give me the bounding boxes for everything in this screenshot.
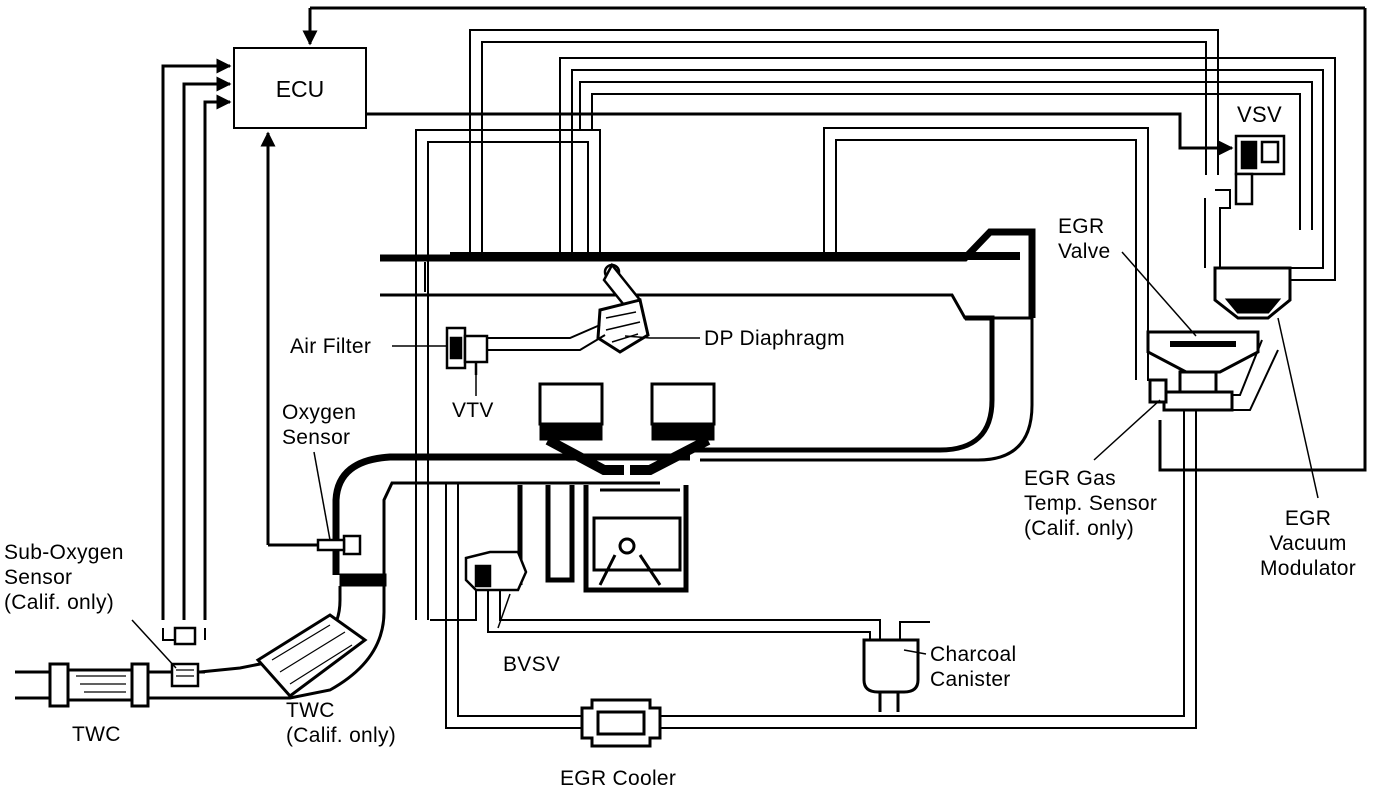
oxygen-sensors [170,534,362,688]
bvsv-valve [464,550,528,592]
throttle-assembly [596,262,650,354]
ecu-label: ECU [275,76,325,102]
charcoal-canister [862,638,920,712]
intake-manifold [380,228,1036,462]
sub-oxygen-sensor-label: Sub-Oxygen Sensor (Calif. only) [4,541,124,614]
egr-vacuum-modulator-label: EGR Vacuum Modulator [1260,507,1357,580]
vtv-valve [445,326,489,375]
egr-valve-label: EGR Valve [1058,215,1111,263]
twc-main-label: TWC [72,723,121,746]
vsv-label: VSV [1237,102,1282,127]
bvsv-label: BVSV [503,653,561,676]
egr-cooler-label: EGR Cooler [560,767,677,790]
egr-valve-assembly [1146,266,1292,412]
ecu-signal-wires [161,6,1367,641]
charcoal-canister-label: Charcoal Canister [930,643,1017,691]
dp-diaphragm-label: DP Diaphragm [704,327,845,350]
twc-calif-label: TWC (Calif. only) [286,699,397,747]
vacuum-hoses [415,29,1336,729]
exhaust-system [15,453,690,708]
vtv-label: VTV [452,399,494,422]
engine-block [517,382,716,593]
ecu-box [233,47,367,129]
air-filter-label: Air Filter [290,335,372,358]
oxygen-sensor-label: Oxygen Sensor [282,401,357,449]
leader-lines [131,251,1319,669]
vsv-valve [1234,134,1286,206]
egr-cooler [580,698,662,748]
egr-gas-temp-sensor-label: EGR Gas Temp. Sensor (Calif. only) [1024,467,1158,540]
